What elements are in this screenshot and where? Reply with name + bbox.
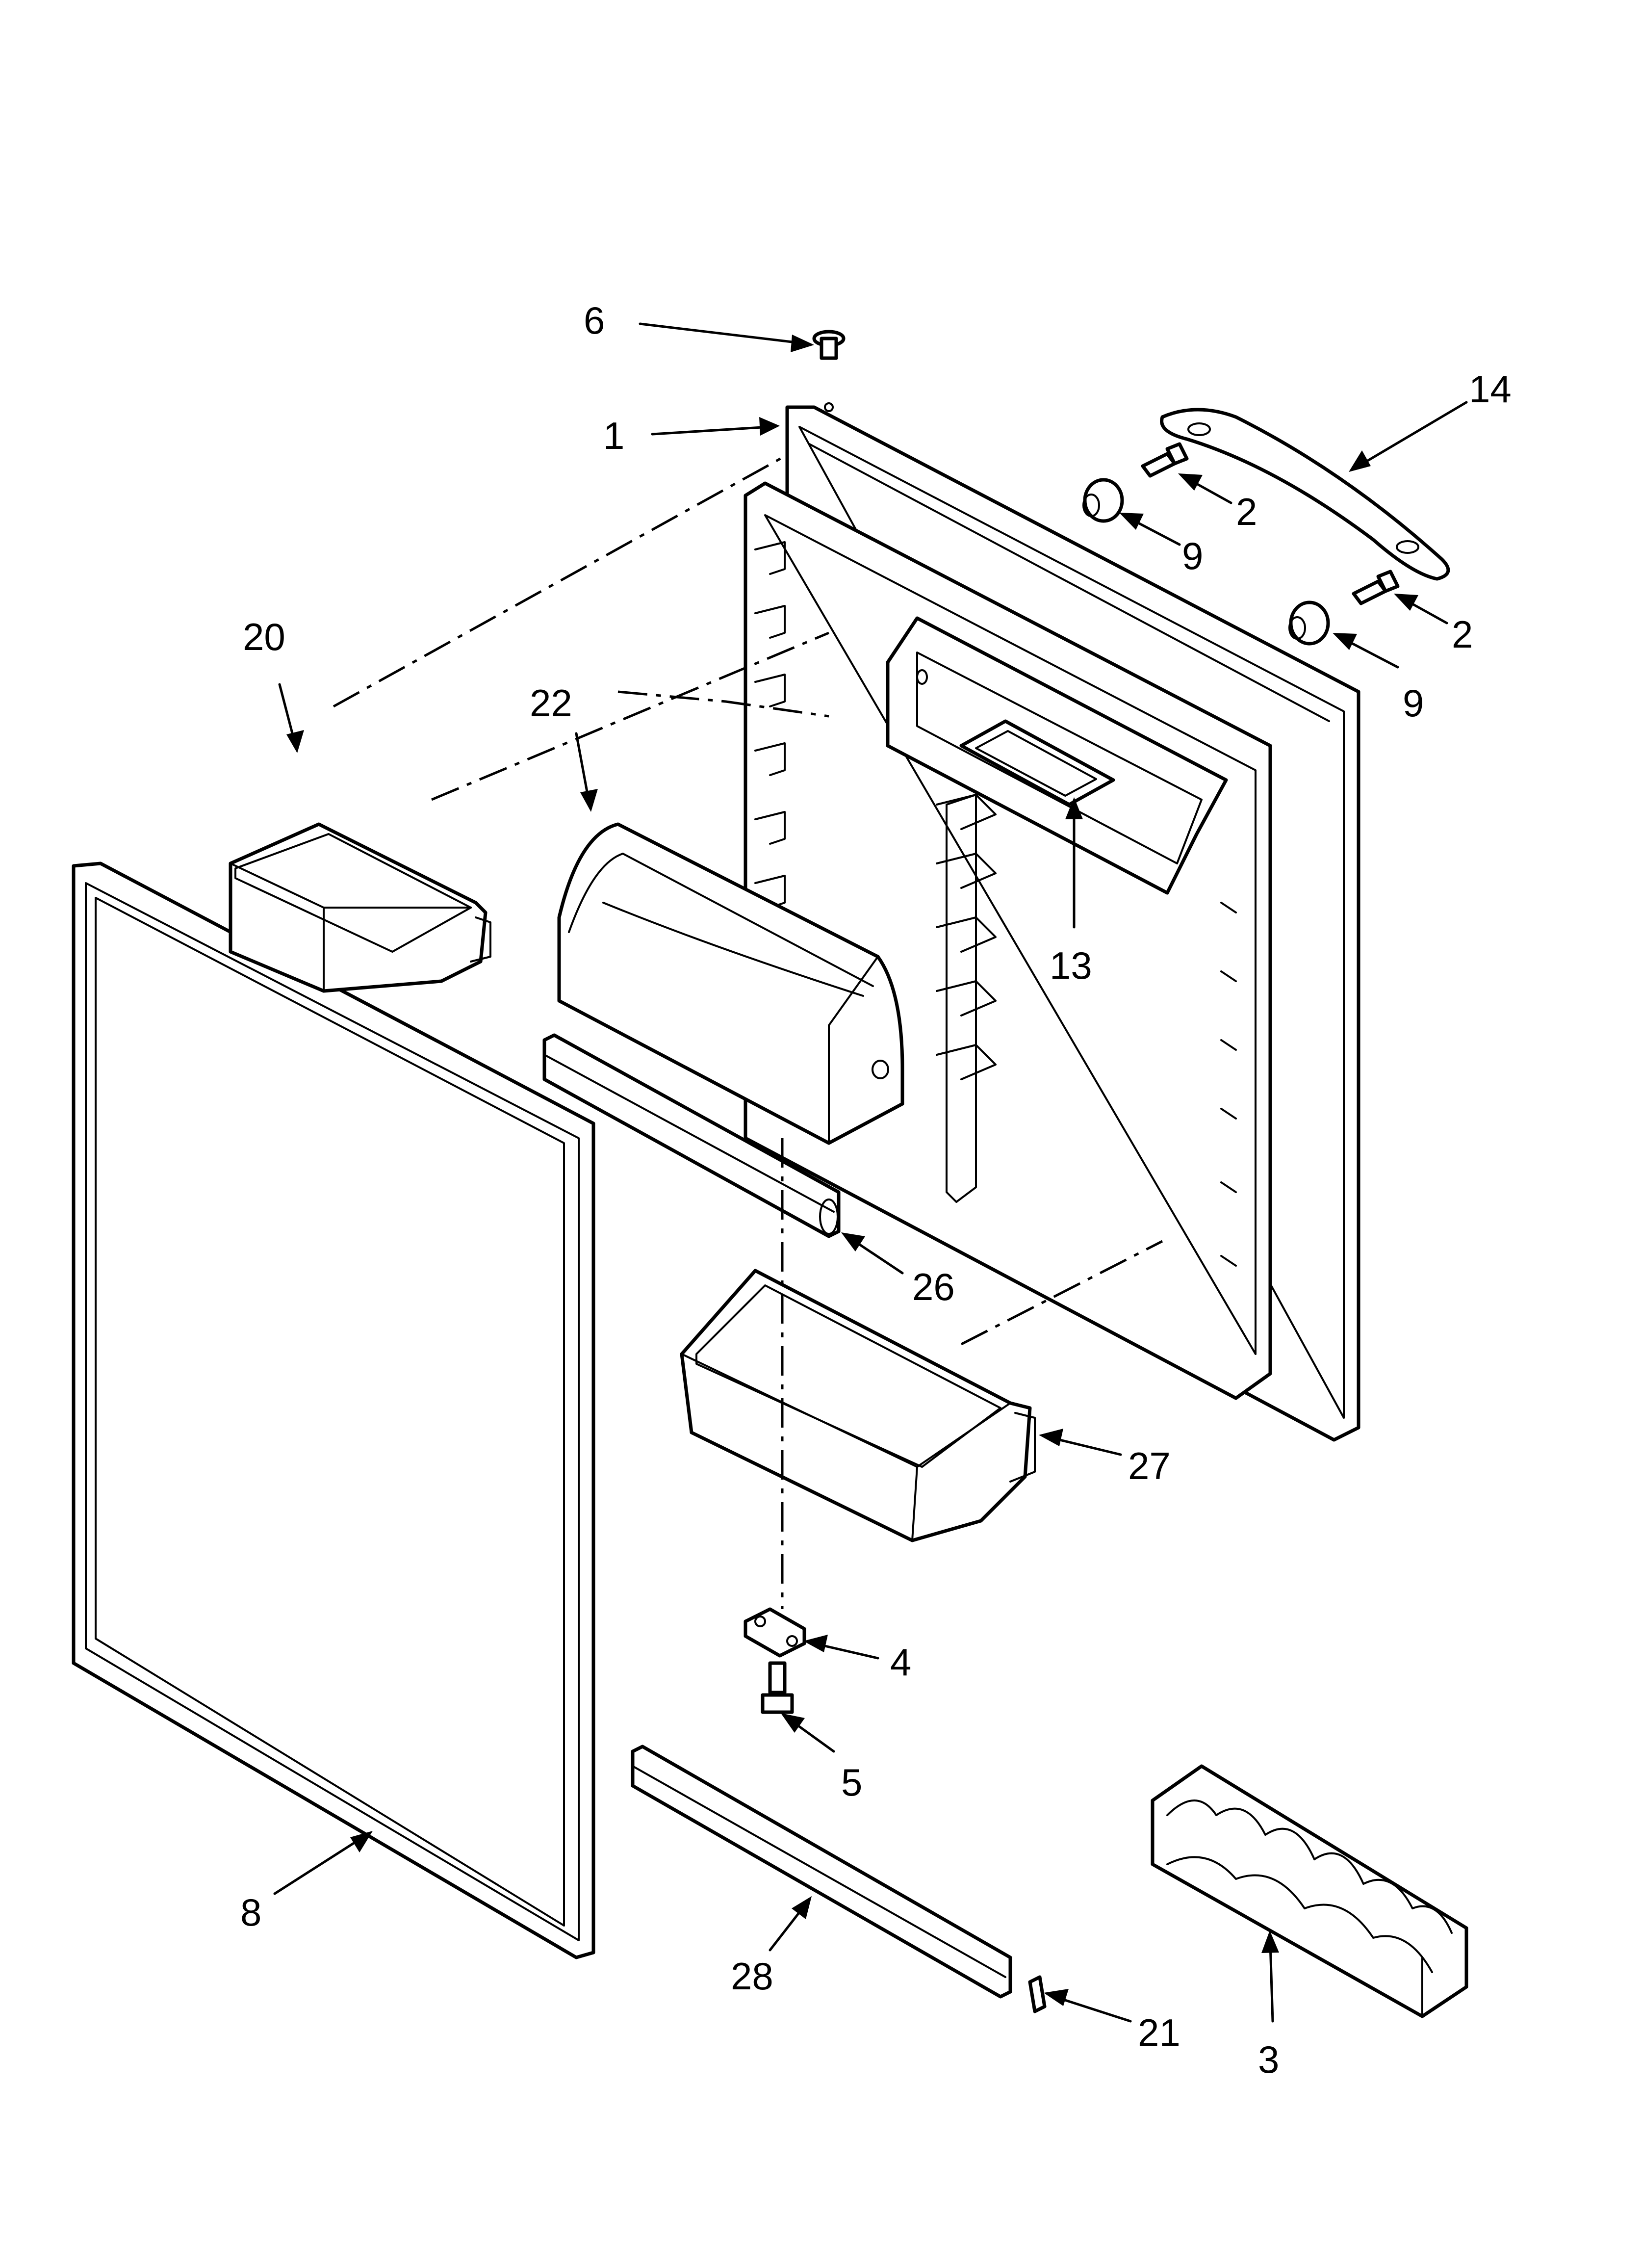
door-liner <box>744 405 1360 1442</box>
egg-tray <box>1151 1764 1468 2018</box>
large-door-bin <box>680 1269 1036 1542</box>
door-bracket <box>744 1607 806 1658</box>
callout-6: 6 <box>584 299 605 342</box>
door-screw <box>761 1661 794 1714</box>
handle-screw-upper <box>1141 442 1189 478</box>
trim-end-cap <box>1028 1975 1047 2013</box>
callout-27: 27 <box>1128 1444 1171 1487</box>
center-shelf-notches <box>936 794 997 1080</box>
callout-28: 28 <box>731 1955 773 1998</box>
handle-spacer-lower <box>1288 600 1330 646</box>
door-handle <box>1160 408 1450 581</box>
handle-spacer-upper <box>1082 478 1124 523</box>
callout-9-upper: 9 <box>1182 534 1203 577</box>
callout-8: 8 <box>240 1891 261 1934</box>
callout-2-upper: 2 <box>1236 490 1257 533</box>
callout-9-lower: 9 <box>1403 681 1424 725</box>
butter-tray <box>959 719 1115 807</box>
callout-3: 3 <box>1258 2038 1279 2081</box>
shelf-rail <box>542 1033 841 1238</box>
callout-1: 1 <box>603 414 624 457</box>
small-door-bin <box>229 822 491 993</box>
left-shelf-notches <box>754 541 786 909</box>
callout-4: 4 <box>890 1641 911 1684</box>
callout-labels: 6 1 14 2 9 2 9 20 22 13 26 27 4 5 8 28 2… <box>240 299 1512 2081</box>
callout-2-lower: 2 <box>1452 613 1473 656</box>
callout-20: 20 <box>243 615 285 658</box>
callout-13: 13 <box>1050 944 1092 987</box>
leader-lines <box>273 322 1468 2023</box>
callout-22: 22 <box>530 681 572 725</box>
callout-21: 21 <box>1138 2011 1180 2054</box>
callout-5: 5 <box>841 1761 862 1804</box>
alignment-centerlines <box>333 455 1163 1609</box>
right-edge-notches <box>1220 902 1237 1267</box>
dairy-compartment-door <box>557 822 904 1145</box>
callout-14: 14 <box>1469 367 1512 411</box>
callout-26: 26 <box>912 1265 955 1308</box>
bottom-trim-strip <box>631 1745 1012 1999</box>
door-stop-pin <box>812 330 846 412</box>
handle-screw-lower <box>1352 570 1400 605</box>
door-gasket <box>72 861 595 1959</box>
